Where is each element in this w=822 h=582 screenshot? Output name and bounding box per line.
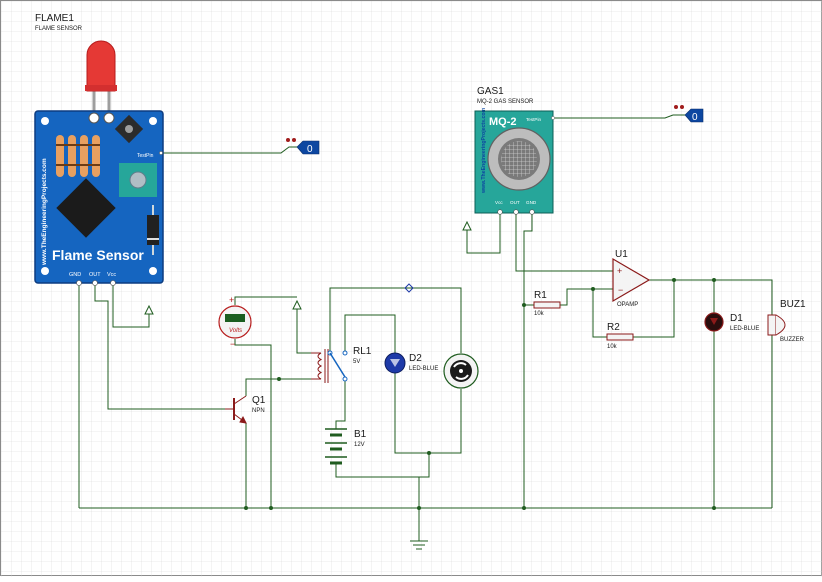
net-marker-icon xyxy=(404,283,414,293)
gas-pin-out: OUT xyxy=(510,200,520,205)
buz1-ref: BUZ1 xyxy=(780,299,806,310)
probe-dot-icon xyxy=(674,105,678,109)
probe-dot-icon xyxy=(286,138,290,142)
flame-probe-value: 0 xyxy=(307,144,313,155)
flame-site-text: www.TheEngineeringProjects.com xyxy=(41,158,48,266)
gas-sensor[interactable]: GAS1 MQ-2 GAS SENSOR www.TheEngineeringP… xyxy=(474,86,555,215)
b1-battery[interactable]: B1 12V xyxy=(325,426,367,471)
board-resistors-icon xyxy=(56,135,100,177)
probe-tag-icon xyxy=(296,140,320,155)
rl1-value: 5V xyxy=(353,359,360,365)
plus-sign: + xyxy=(229,295,234,305)
flame-name: FLAME SENSOR xyxy=(35,26,83,32)
r1-resistor[interactable]: R1 10k xyxy=(533,290,561,317)
gas-testpin-label: TestPin xyxy=(526,117,542,122)
gas-name: MQ-2 GAS SENSOR xyxy=(477,99,534,105)
minus-sign: − xyxy=(230,339,235,349)
mount-hole-icon xyxy=(41,267,49,275)
flame-pin-vcc: Vcc xyxy=(107,272,116,278)
power-terminals xyxy=(144,220,472,317)
u1-ref: U1 xyxy=(615,249,628,260)
mount-hole-icon xyxy=(41,117,49,125)
r2-value: 10k xyxy=(607,344,618,350)
probe-tag-icon xyxy=(684,108,704,123)
flame-pin-out: OUT xyxy=(89,272,101,278)
d2-led[interactable]: D2 LED-BLUE xyxy=(384,352,438,374)
b1-ref: B1 xyxy=(354,429,367,440)
r1-ref: R1 xyxy=(534,290,547,301)
buz1-buzzer[interactable]: BUZ1 BUZZER xyxy=(767,299,806,343)
voltmeter[interactable]: + − Volts xyxy=(218,295,252,349)
mount-hole-icon xyxy=(149,267,157,275)
u1-value: OPAMP xyxy=(617,302,638,308)
rl1-ref: RL1 xyxy=(353,346,372,357)
battery-icon xyxy=(325,426,347,471)
flame-pin-gnd: GND xyxy=(69,272,81,278)
voltmeter-display xyxy=(225,314,245,322)
flame-testpin-label: TestPin xyxy=(137,153,154,159)
d2-ref: D2 xyxy=(409,353,422,364)
flame-sensor[interactable]: FLAME1 FLAME SENSOR xyxy=(34,13,164,286)
flame-board-text: Flame Sensor xyxy=(52,247,144,263)
r2-resistor[interactable]: R2 10k xyxy=(606,322,634,350)
wires xyxy=(78,114,773,541)
dc-motor[interactable] xyxy=(443,353,479,389)
buz1-value: BUZZER xyxy=(780,337,805,343)
voltmeter-label: Volts xyxy=(229,328,242,334)
gas-pin-vcc: Vcc xyxy=(495,200,503,205)
resistor-icon xyxy=(533,301,561,309)
ic-chip-icon xyxy=(56,178,116,238)
gas-probe-value: 0 xyxy=(692,112,698,123)
flame-ref: FLAME1 xyxy=(35,13,74,24)
b1-value: 12V xyxy=(354,442,365,448)
resistor-icon xyxy=(606,333,634,341)
relay-switch-icon xyxy=(327,350,348,382)
q1-transistor[interactable]: Q1 NPN xyxy=(225,395,266,424)
probe-dot-icon xyxy=(680,105,684,109)
buzzer-icon xyxy=(767,314,786,336)
r2-ref: R2 xyxy=(607,322,620,333)
probe-dot-icon xyxy=(292,138,296,142)
d1-led[interactable]: D1 LED-BLUE xyxy=(704,312,759,332)
rl1-relay[interactable]: RL1 5V xyxy=(311,346,372,383)
gas-site-text: www.TheEngineeringProjects.com xyxy=(481,107,487,194)
u1-opamp[interactable]: + − U1 OPAMP xyxy=(612,249,651,308)
mount-hole-icon xyxy=(149,117,157,125)
gas-ref: GAS1 xyxy=(477,86,504,97)
d2-value: LED-BLUE xyxy=(409,366,438,372)
led-pad-icon xyxy=(88,112,100,124)
gas-logic-probe[interactable]: 0 xyxy=(674,105,704,123)
d1-value: LED-BLUE xyxy=(730,326,759,332)
npn-transistor-icon xyxy=(225,395,247,424)
flame-logic-probe[interactable]: 0 xyxy=(286,138,320,155)
mq2-sensor-cap-icon xyxy=(487,127,551,191)
led-pad-icon xyxy=(103,112,115,124)
relay-coil-icon xyxy=(311,349,329,383)
gas-board-text: MQ-2 xyxy=(489,116,517,128)
junctions xyxy=(244,278,716,510)
opamp-plus: + xyxy=(617,266,622,276)
opamp-minus: − xyxy=(618,285,623,295)
gas-pin-gnd: GND xyxy=(526,200,537,205)
ground-icon xyxy=(410,540,428,550)
q1-value: NPN xyxy=(252,408,265,414)
opamp-triangle-icon xyxy=(612,257,651,303)
d1-ref: D1 xyxy=(730,313,743,324)
q1-ref: Q1 xyxy=(252,395,266,406)
board-diode-icon xyxy=(147,215,159,245)
r1-value: 10k xyxy=(534,311,545,317)
